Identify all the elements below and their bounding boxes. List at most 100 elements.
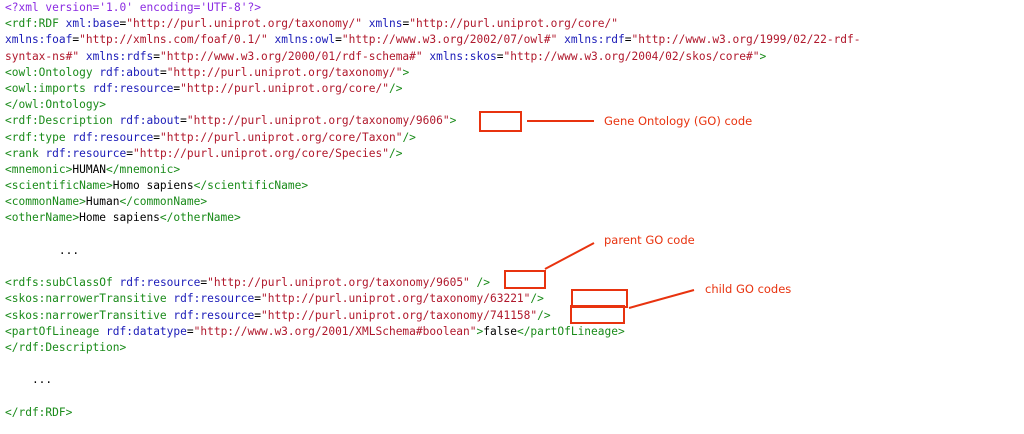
xml-code-view: <?xml version='1.0' encoding='UTF-8'?> <r… bbox=[5, 0, 861, 421]
code-token-plain: = bbox=[186, 324, 194, 338]
code-token-attr: rdf:about bbox=[119, 114, 181, 128]
code-token-plain bbox=[470, 276, 477, 289]
code-token-plain bbox=[59, 17, 66, 30]
code-token-tag: /> bbox=[388, 146, 403, 160]
code-token-plain: = bbox=[254, 308, 261, 322]
code-token-attr: xmlns:foaf bbox=[5, 33, 73, 47]
code-token-val: "http://purl.uniprot.org/taxonomy/9605" bbox=[207, 276, 470, 290]
code-token-text: HUMAN bbox=[72, 162, 107, 176]
code-token-plain: = bbox=[153, 130, 160, 144]
code-token-tag: <rdf:type bbox=[5, 130, 66, 144]
code-line: xmlns:foaf="http://xmlns.com/foaf/0.1/" … bbox=[5, 32, 861, 48]
code-token-val: "http://purl.uniprot.org/core/" bbox=[180, 81, 389, 95]
code-token-attr: xmlns:rdfs bbox=[85, 49, 154, 63]
code-line: <rdf:Description rdf:about="http://purl.… bbox=[5, 113, 861, 129]
code-token-plain: = bbox=[180, 114, 187, 128]
code-line: <skos:narrowerTransitive rdf:resource="h… bbox=[5, 308, 861, 324]
code-token-tag: <rdf:Description bbox=[5, 114, 113, 128]
code-token-tag: /> bbox=[537, 308, 551, 322]
code-line: <skos:narrowerTransitive rdf:resource="h… bbox=[5, 291, 861, 307]
code-line bbox=[5, 259, 861, 275]
code-token-attr: xmlns:owl bbox=[274, 33, 336, 47]
code-line bbox=[5, 356, 861, 372]
code-line bbox=[5, 227, 861, 243]
code-token-plain bbox=[113, 276, 120, 289]
code-token-tag: <otherName> bbox=[5, 211, 80, 225]
code-line: </rdf:RDF> bbox=[5, 405, 861, 421]
code-token-tag: </scientificName> bbox=[193, 179, 309, 193]
code-line: <owl:Ontology rdf:about="http://purl.uni… bbox=[5, 65, 861, 81]
code-token-tag: <rank bbox=[5, 146, 39, 160]
code-token-pi: <?xml version='1.0' encoding='UTF-8'?> bbox=[5, 1, 261, 14]
code-line: <scientificName>Homo sapiens</scientific… bbox=[5, 178, 861, 194]
code-line: <partOfLineage rdf:datatype="http://www.… bbox=[5, 324, 861, 340]
code-token-val: "http://www.w3.org/1999/02/22-rdf- bbox=[631, 33, 861, 47]
code-token-tag: <scientificName> bbox=[5, 179, 113, 193]
code-line: ... bbox=[5, 372, 861, 388]
code-token-plain: = bbox=[173, 81, 181, 95]
code-token-val: "http://purl.uniprot.org/core/Species" bbox=[133, 146, 389, 160]
code-token-plain: ... bbox=[5, 373, 53, 387]
code-token-plain: = bbox=[496, 49, 504, 63]
code-token-plain: = bbox=[119, 17, 127, 31]
code-token-tag: /> bbox=[402, 130, 416, 144]
code-token-text: false bbox=[483, 324, 517, 338]
code-token-tag: <rdf:RDF bbox=[5, 17, 59, 31]
code-token-plain bbox=[362, 17, 369, 30]
code-token-text: Human bbox=[85, 195, 120, 209]
code-token-tag: </mnemonic> bbox=[106, 162, 181, 176]
code-token-tag: <rdfs:subClassOf bbox=[5, 276, 113, 290]
code-token-tag: /> bbox=[388, 81, 403, 95]
code-token-tag: /> bbox=[530, 292, 544, 306]
code-token-tag: </commonName> bbox=[119, 195, 208, 209]
code-token-tag: <skos:narrowerTransitive bbox=[5, 292, 167, 306]
code-token-tag: </owl:Ontology> bbox=[5, 98, 107, 112]
code-token-plain: = bbox=[153, 49, 160, 63]
code-token-plain: ... bbox=[5, 243, 80, 257]
code-token-tag: <partOfLineage bbox=[5, 324, 100, 338]
code-line: </rdf:Description> bbox=[5, 340, 861, 356]
code-token-plain: = bbox=[126, 146, 134, 160]
code-token-val: "http://www.w3.org/2000/01/rdf-schema#" bbox=[159, 49, 423, 63]
code-token-tag: <commonName> bbox=[5, 195, 86, 209]
code-token-val: "http://www.w3.org/2004/02/skos/core#" bbox=[503, 49, 760, 63]
code-token-attr: rdf:resource bbox=[173, 308, 255, 322]
code-line: <rank rdf:resource="http://purl.uniprot.… bbox=[5, 146, 861, 162]
code-token-tag: </partOfLineage> bbox=[516, 324, 625, 338]
code-line: ... bbox=[5, 243, 861, 259]
code-token-val: "http://purl.uniprot.org/core/" bbox=[409, 17, 619, 31]
code-token-attr: xml:base bbox=[65, 17, 120, 31]
code-token-tag: > bbox=[449, 114, 457, 128]
code-token-attr: xmlns bbox=[368, 17, 403, 31]
code-token-tag: > bbox=[759, 49, 767, 63]
code-token-plain: = bbox=[72, 33, 80, 47]
code-token-tag: <skos:narrowerTransitive bbox=[5, 308, 167, 322]
code-token-val: "http://purl.uniprot.org/taxonomy/9606" bbox=[186, 114, 450, 128]
code-line: <mnemonic>HUMAN</mnemonic> bbox=[5, 162, 861, 178]
code-token-tag: </rdf:Description> bbox=[5, 340, 127, 354]
code-token-plain: = bbox=[335, 33, 342, 47]
code-token-tag: > bbox=[476, 324, 484, 338]
code-token-attr: rdf:datatype bbox=[106, 324, 187, 338]
code-token-plain bbox=[113, 114, 120, 127]
code-line: <rdfs:subClassOf rdf:resource="http://pu… bbox=[5, 275, 861, 291]
code-token-plain: = bbox=[254, 292, 261, 306]
code-token-plain: = bbox=[159, 65, 167, 79]
code-token-val: "http://purl.uniprot.org/taxonomy/" bbox=[166, 65, 403, 79]
code-token-attr: rdf:resource bbox=[72, 130, 154, 144]
code-line: <rdf:type rdf:resource="http://purl.unip… bbox=[5, 130, 861, 146]
code-token-attr: rdf:about bbox=[99, 65, 160, 79]
code-token-tag: > bbox=[402, 65, 410, 79]
code-token-tag: </rdf:RDF> bbox=[5, 405, 73, 419]
code-line bbox=[5, 389, 861, 405]
code-line: <otherName>Home sapiens</otherName> bbox=[5, 210, 861, 226]
code-token-val: "http://www.w3.org/2002/07/owl#" bbox=[341, 33, 558, 47]
code-token-text: Home sapiens bbox=[79, 211, 160, 225]
code-token-attr: rdf:resource bbox=[45, 146, 127, 160]
code-token-val: "http://purl.uniprot.org/taxonomy/741158… bbox=[260, 308, 538, 322]
code-token-val: "http://purl.uniprot.org/core/Taxon" bbox=[159, 130, 403, 144]
code-token-tag: <owl:imports bbox=[5, 81, 86, 95]
code-line: </owl:Ontology> bbox=[5, 97, 861, 113]
code-token-plain: = bbox=[624, 33, 632, 47]
code-line: <owl:imports rdf:resource="http://purl.u… bbox=[5, 81, 861, 97]
